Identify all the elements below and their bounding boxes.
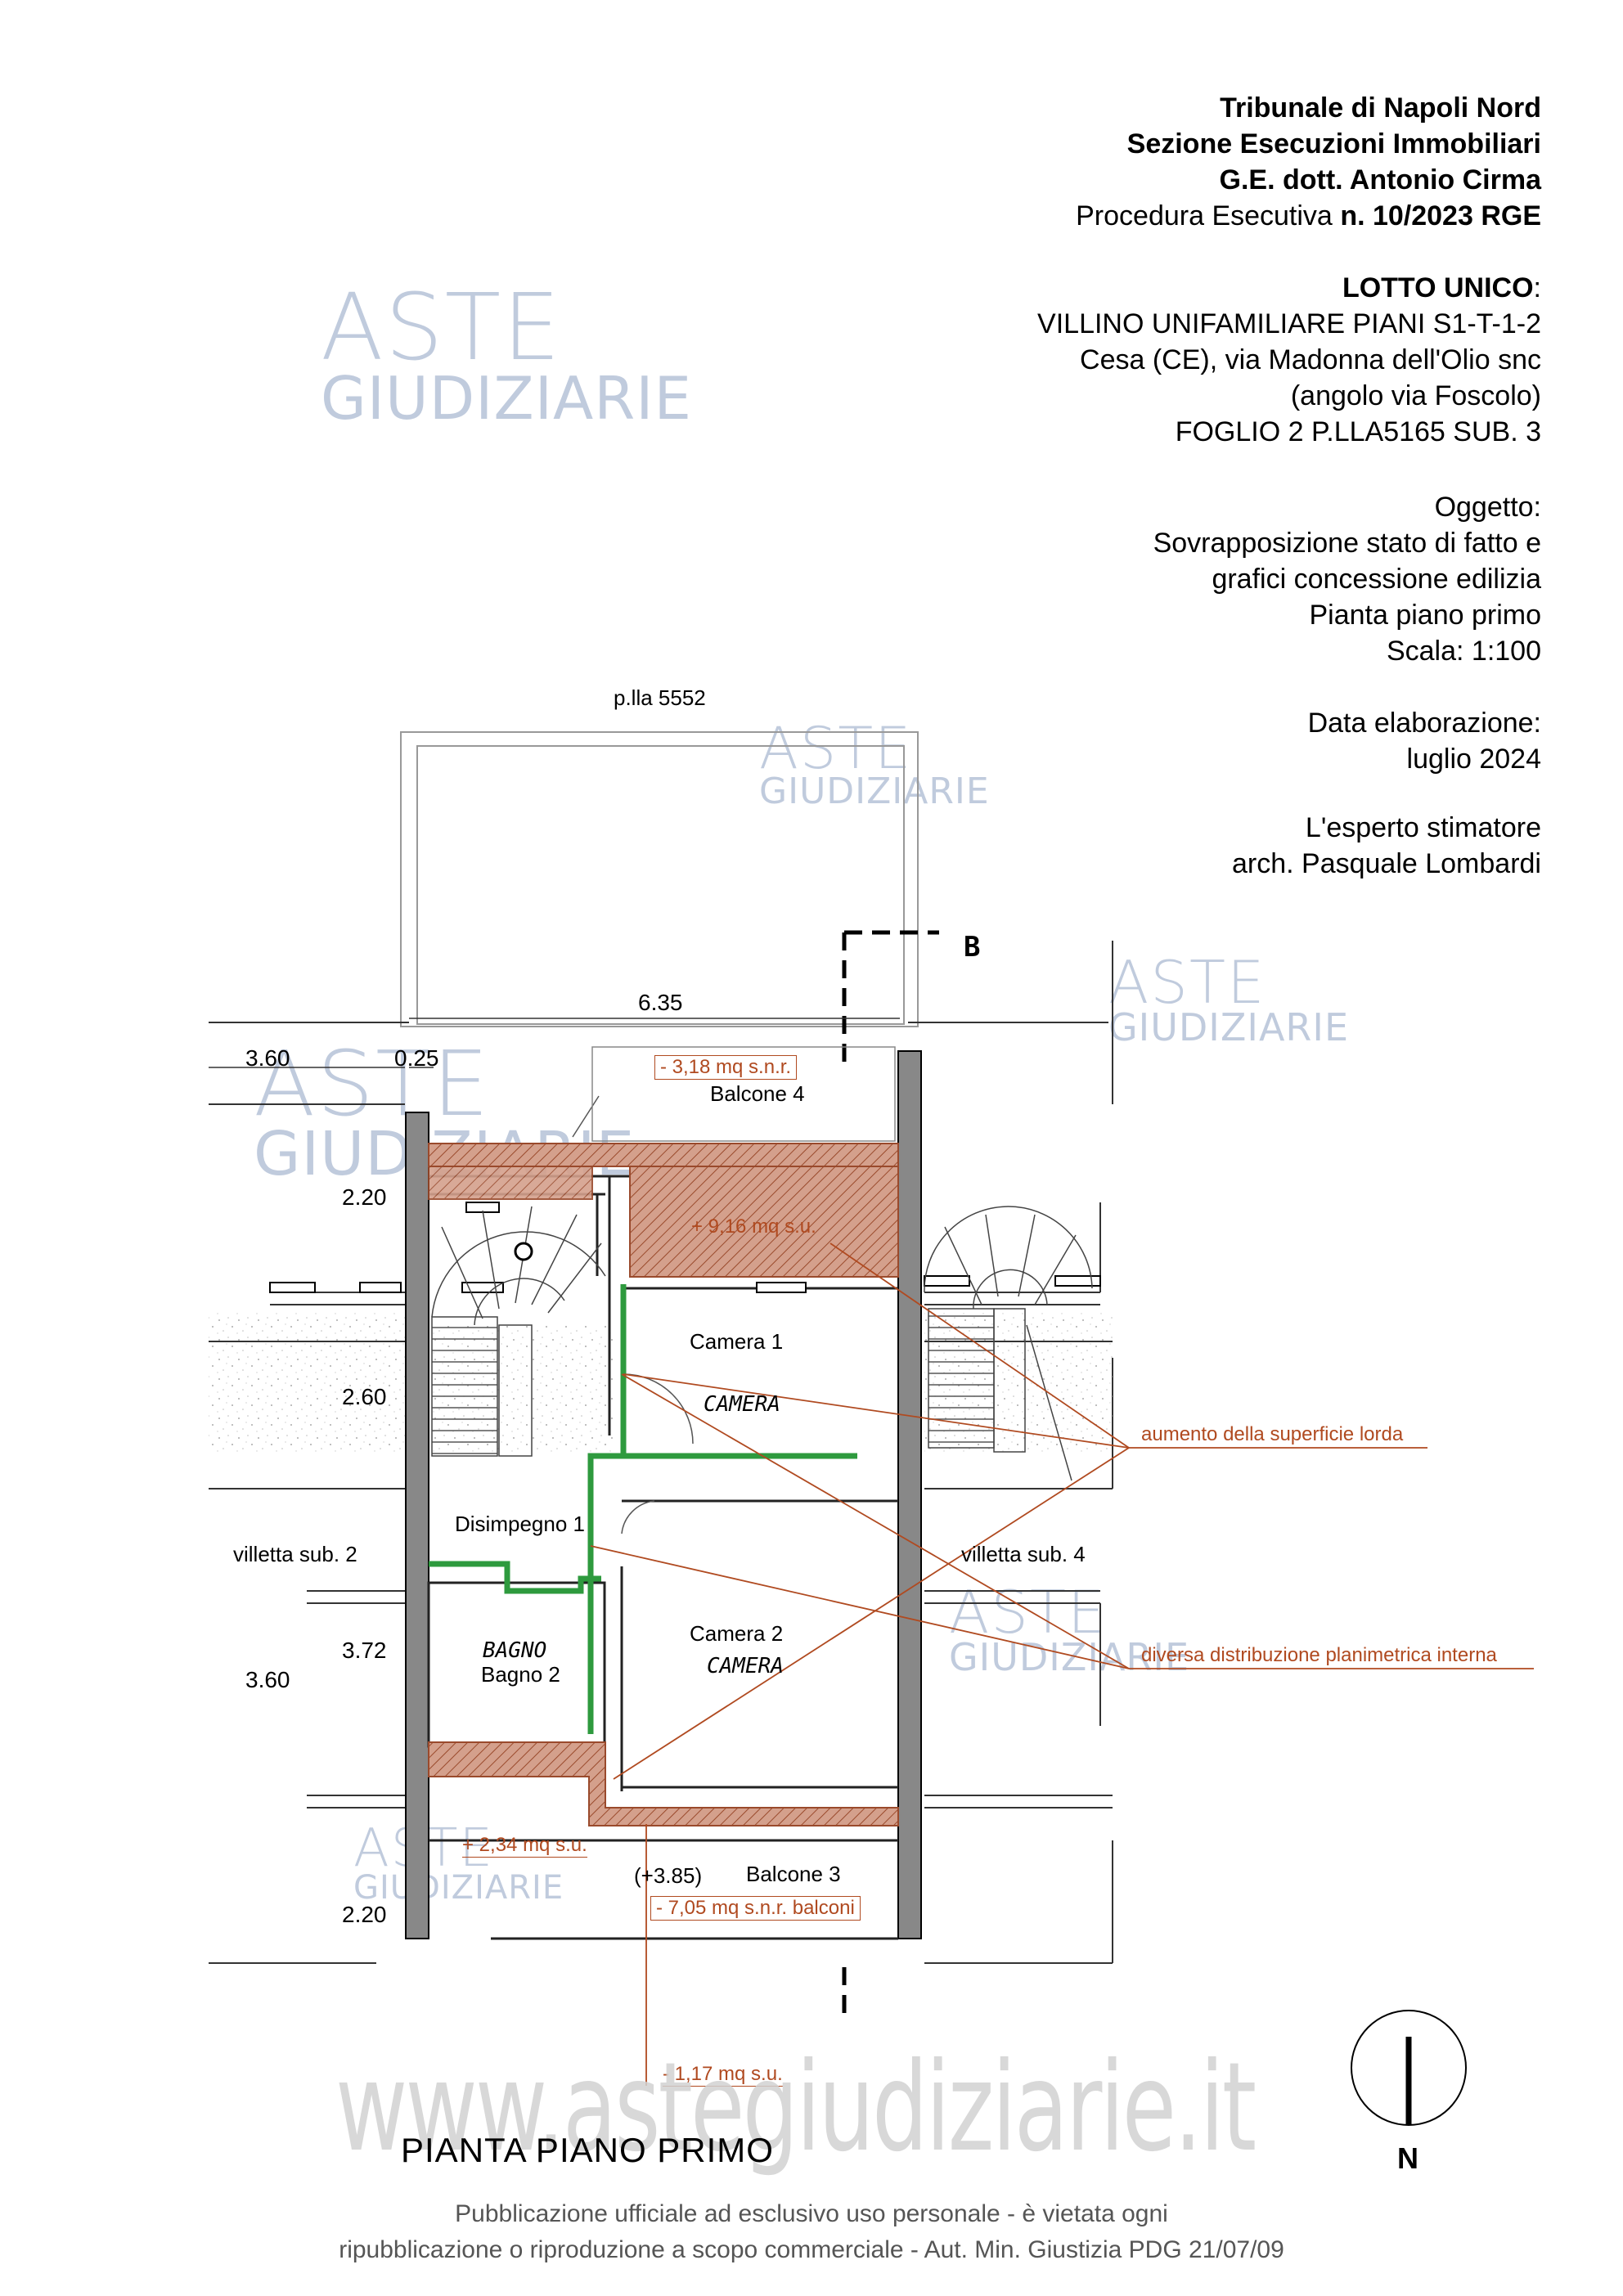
- callout-area-increase: aumento della superficie lorda: [1141, 1423, 1404, 1445]
- subject-line-2: grafici concessione edilizia: [1212, 564, 1541, 595]
- lot-label: LOTTO UNICO: [1342, 272, 1534, 303]
- dim-220-bottom: 2.20: [342, 1902, 387, 1927]
- dim-372: 3.72: [342, 1638, 387, 1663]
- dim-left-bottom: 3.60: [245, 1667, 290, 1692]
- room-camera-2-old: CAMERA: [707, 1654, 784, 1678]
- dim-wall: 0.25: [394, 1045, 439, 1071]
- cadastral-ref: FOGLIO 2 P.LLA5165 SUB. 3: [1175, 416, 1541, 447]
- plot-outline: [400, 731, 919, 1027]
- lot-block: LOTTO UNICO: VILLINO UNIFAMILIARE PIANI …: [1037, 270, 1541, 450]
- lot-colon: :: [1533, 272, 1541, 303]
- level-mark: (+3.85): [634, 1863, 703, 1888]
- footer-notice: Pubblicazione ufficiale ad esclusivo uso…: [0, 2196, 1623, 2268]
- subject-label: Oggetto:: [1434, 492, 1541, 523]
- expert-name: arch. Pasquale Lombardi: [1231, 848, 1541, 879]
- subject-block: Oggetto: Sovrapposizione stato di fatto …: [1153, 489, 1541, 669]
- judge-name: G.E. dott. Antonio Cirma: [1219, 164, 1542, 195]
- speckle-left: [209, 1313, 405, 1452]
- room-bagno-old: BAGNO: [483, 1638, 547, 1663]
- date-block: Data elaborazione: luglio 2024: [1308, 705, 1541, 777]
- plot-label: p.lla 5552: [614, 685, 706, 710]
- dim-left-top: 3.60: [245, 1045, 290, 1071]
- dim-260: 2.60: [342, 1384, 387, 1409]
- date-label: Data elaborazione:: [1307, 708, 1541, 739]
- expert-block: L'esperto stimatore arch. Pasquale Lomba…: [1232, 810, 1541, 882]
- room-camera-1-old: CAMERA: [704, 1392, 780, 1417]
- lot-title-line: LOTTO UNICO:: [1037, 270, 1541, 306]
- stair-newel: [514, 1242, 533, 1261]
- room-bagno-2: Bagno 2: [481, 1662, 560, 1687]
- dim-width: 6.35: [638, 990, 683, 1015]
- footer-line-2: ripubblicazione o riproduzione a scopo c…: [339, 2236, 1284, 2263]
- spiral-stair-left: [431, 1206, 606, 1457]
- north-arrow: [1351, 2010, 1467, 2126]
- procedure-prefix: Procedura Esecutiva: [1076, 200, 1333, 231]
- villetta-left: villetta sub. 2: [233, 1542, 357, 1566]
- address-line-1: Cesa (CE), via Madonna dell'Olio snc: [1080, 344, 1541, 375]
- callout-leaders: [590, 1242, 1534, 2086]
- annotation-su-top: + 9,16 mq s.u.: [691, 1215, 816, 1238]
- site-watermark: www.astegiudiziarie.it: [335, 2037, 1257, 2179]
- section-mark-b: [842, 930, 939, 2020]
- dimension-lines: [209, 1018, 900, 1068]
- annotation-snr-top: - 3,18 mq s.n.r.: [654, 1055, 798, 1080]
- dim-220-top: 2.20: [342, 1184, 387, 1210]
- room-balcone-3: Balcone 3: [746, 1862, 841, 1886]
- room-camera-2: Camera 2: [690, 1621, 784, 1646]
- annotation-su-left: + 2,34 mq s.u.: [462, 1834, 587, 1858]
- section-mark-label: B: [964, 931, 981, 964]
- expert-label: L'esperto stimatore: [1305, 812, 1541, 843]
- property-type: VILLINO UNIFAMILIARE PIANI S1-T-1-2: [1037, 308, 1541, 339]
- court-header: Tribunale di Napoli Nord Sezione Esecuzi…: [1076, 90, 1541, 234]
- annotation-su-bottom: - 1,17 mq s.u.: [663, 2063, 783, 2087]
- procedure-line: Procedura Esecutiva n. 10/2023 RGE: [1076, 198, 1541, 234]
- annotation-snr-balconi: - 7,05 mq s.n.r. balconi: [650, 1896, 861, 1921]
- footer-line-1: Pubblicazione ufficiale ad esclusivo uso…: [455, 2200, 1168, 2227]
- hatched-areas: [428, 1143, 899, 1826]
- procedure-number: n. 10/2023 RGE: [1340, 200, 1541, 231]
- spiral-stair-right: [924, 1206, 1093, 1481]
- subject-line-3: Pianta piano primo: [1309, 600, 1541, 631]
- scale-text: Scala: 1:100: [1386, 636, 1541, 667]
- address-line-2: (angolo via Foscolo): [1290, 380, 1541, 411]
- court-section: Sezione Esecuzioni Immobiliari: [1126, 128, 1541, 160]
- outer-walls: [405, 1050, 922, 1939]
- subject-line-1: Sovrapposizione stato di fatto e: [1153, 528, 1541, 559]
- court-name: Tribunale di Napoli Nord: [1220, 92, 1541, 124]
- room-disimpegno: Disimpegno 1: [455, 1512, 585, 1536]
- villetta-right: villetta sub. 4: [961, 1542, 1086, 1566]
- room-balcone-4: Balcone 4: [710, 1081, 805, 1106]
- drawing-title: PIANTA PIANO PRIMO: [401, 2131, 774, 2169]
- room-camera-1: Camera 1: [690, 1329, 784, 1354]
- date-value: luglio 2024: [1406, 744, 1541, 775]
- callout-layout-change: diversa distribuzione planimetrica inter…: [1141, 1644, 1497, 1666]
- north-label: N: [1397, 2141, 1418, 2175]
